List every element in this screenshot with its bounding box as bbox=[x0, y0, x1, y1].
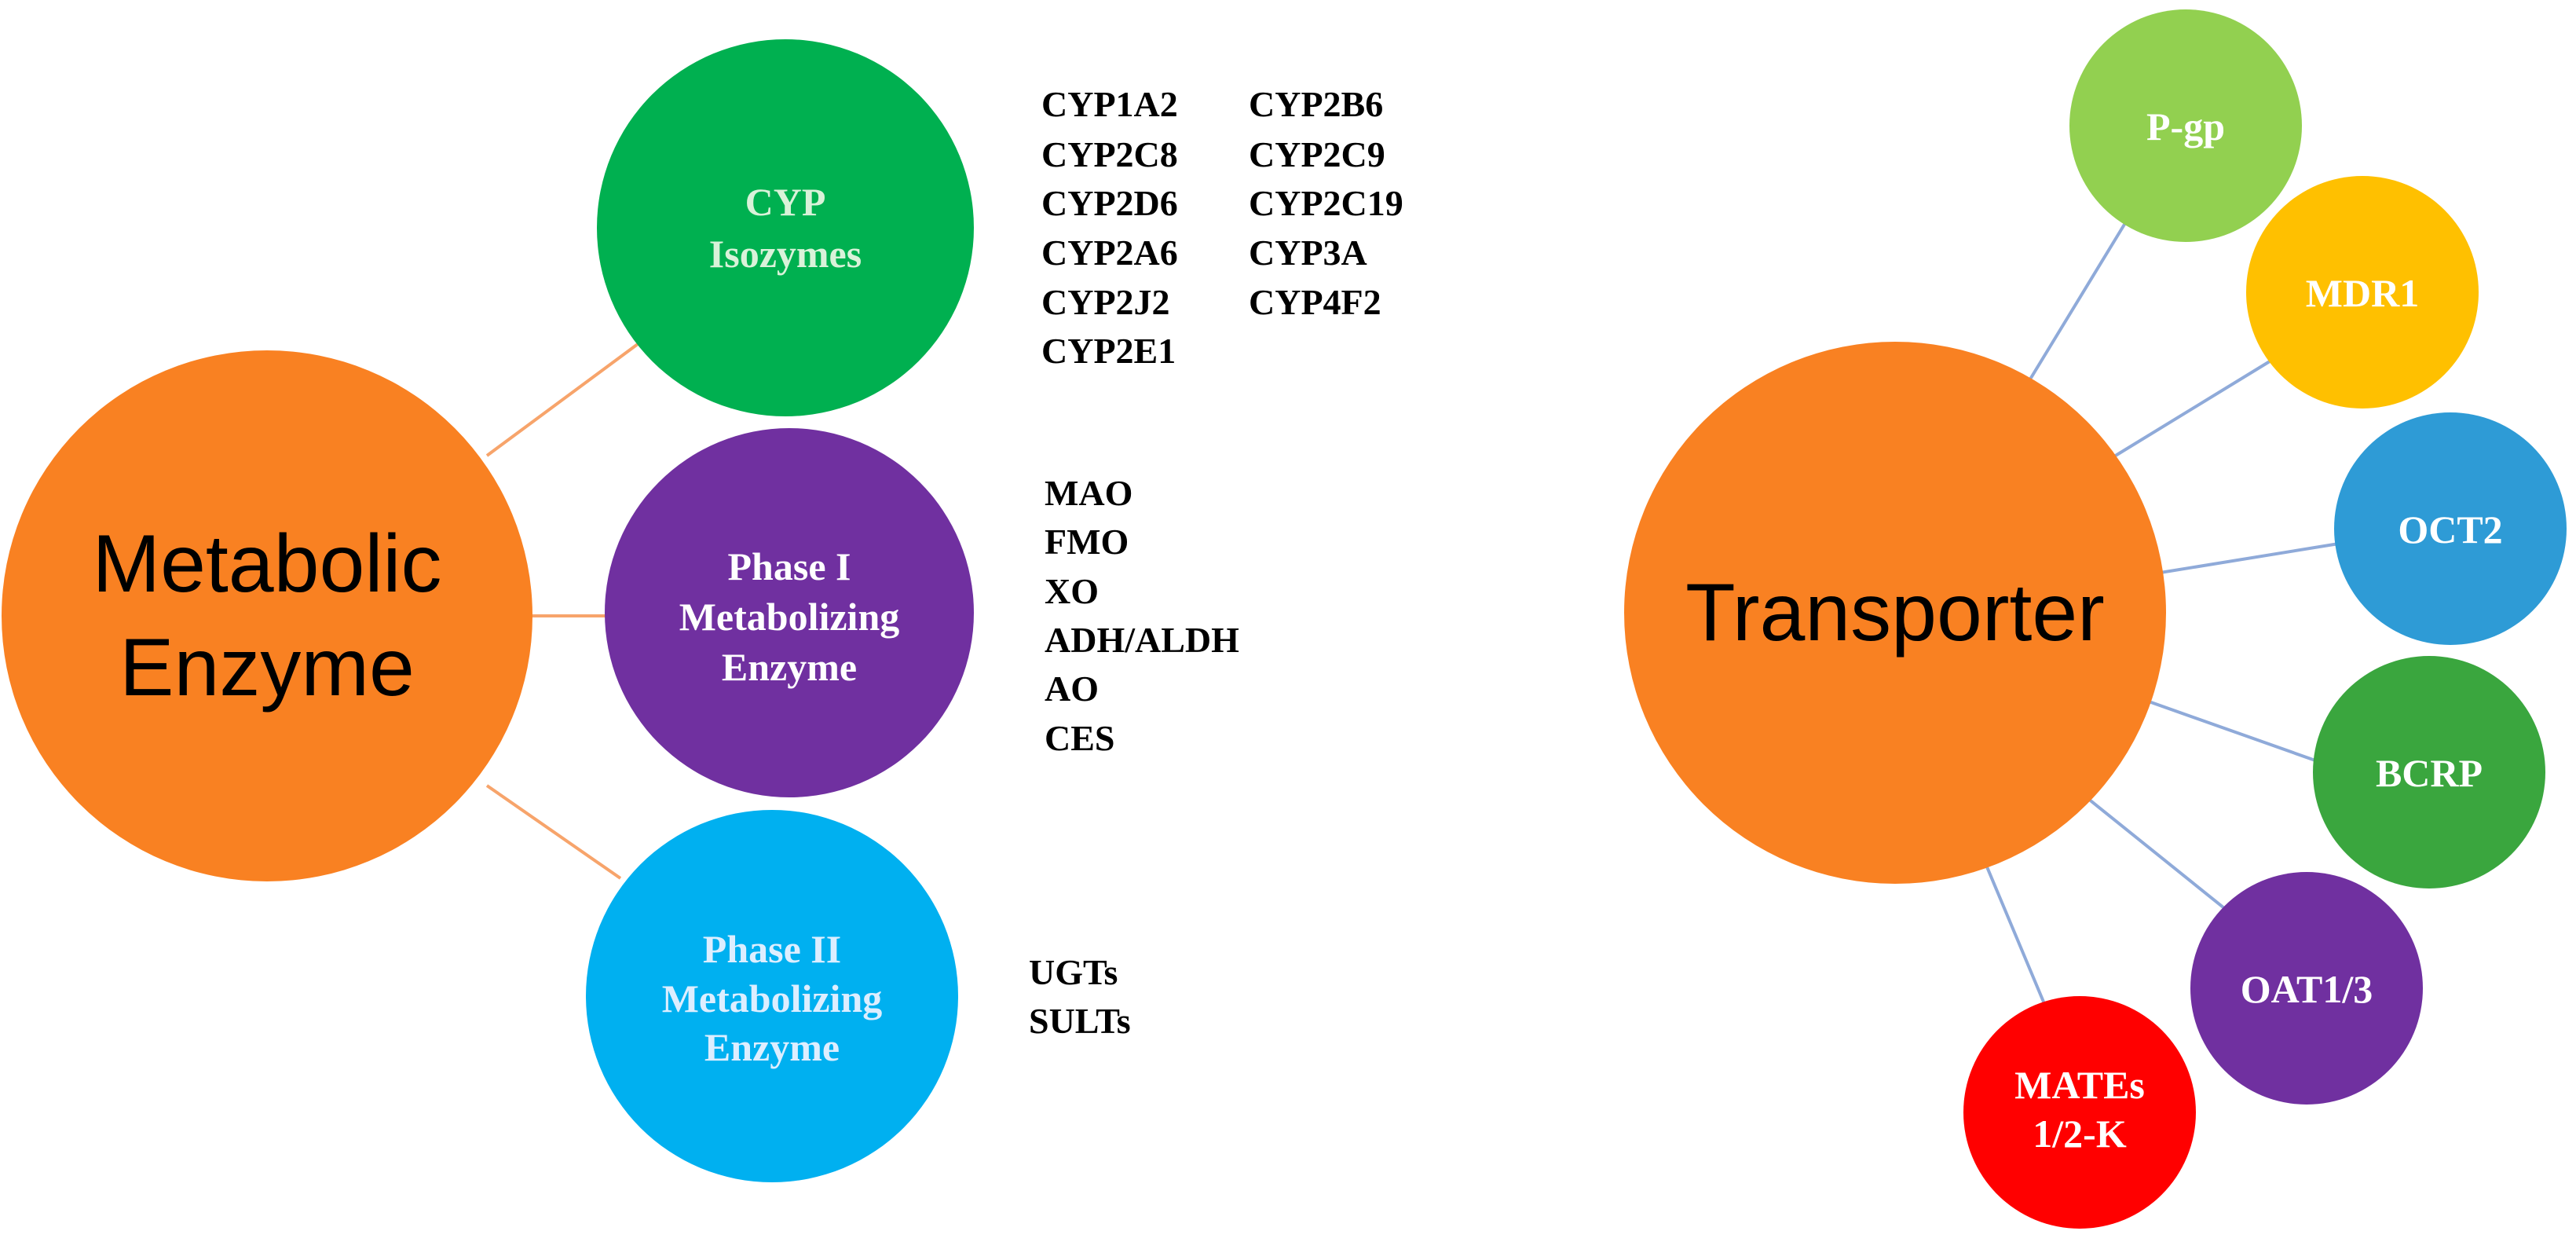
connector-line-pgp bbox=[2018, 222, 2127, 398]
oat-label: OAT1/3 bbox=[2241, 967, 2373, 1011]
cyp-list-item: CYP2J2 bbox=[1041, 282, 1170, 322]
cyp-list-item: CYP2C9 bbox=[1249, 134, 1385, 174]
pgp-label: P-gp bbox=[2146, 104, 2225, 148]
mates-label-line2: 1/2-K bbox=[2033, 1112, 2127, 1156]
connector-line-phase2 bbox=[485, 784, 622, 880]
pgp-circle bbox=[2069, 9, 2302, 242]
phase1-enzyme-circle bbox=[605, 428, 974, 797]
phase2-list-item: UGTs bbox=[1029, 952, 1118, 992]
metabolic-enzyme-title-line2: Enzyme bbox=[119, 622, 415, 713]
metabolic-enzyme-title-line1: Metabolic bbox=[92, 518, 441, 610]
phase1-list-item: MAO bbox=[1045, 473, 1132, 513]
cyp-list-item: CYP2D6 bbox=[1041, 183, 1178, 223]
phase1-list-item: ADH/ALDH bbox=[1045, 620, 1239, 660]
phase2-enzyme-circle bbox=[586, 810, 958, 1182]
cyp-list: CYP1A2 CYP2C8 CYP2D6 CYP2A6 CYP2J2 CYP2E… bbox=[1041, 84, 1403, 371]
cyp-isozymes-label-line1: CYP bbox=[745, 180, 826, 224]
cyp-list-item: CYP3A bbox=[1249, 233, 1367, 273]
cyp-list-item: CYP1A2 bbox=[1041, 84, 1178, 124]
oct2-circle bbox=[2334, 412, 2567, 645]
phase2-enzyme-label-line1: Phase II bbox=[703, 927, 841, 971]
phase2-list: UGTs SULTs bbox=[1029, 952, 1131, 1041]
cyp-list-item: CYP4F2 bbox=[1249, 282, 1381, 322]
connector-line-mdr1 bbox=[2098, 360, 2271, 467]
cyp-list-item: CYP2C19 bbox=[1249, 183, 1403, 223]
mates-circle bbox=[1963, 996, 2196, 1229]
phase2-list-item: SULTs bbox=[1029, 1001, 1131, 1041]
phase2-enzyme-label-line2: Metabolizing bbox=[662, 976, 883, 1020]
phase1-list-item: CES bbox=[1045, 718, 1114, 758]
cyp-list-item: CYP2B6 bbox=[1249, 84, 1383, 124]
transporter-circle bbox=[1624, 342, 2166, 884]
connector-line-oat bbox=[2078, 790, 2234, 916]
phase1-list: MAO FMO XO ADH/ALDH AO CES bbox=[1045, 473, 1239, 758]
connector-line-mates bbox=[1982, 859, 2047, 1006]
connector-line-cyp bbox=[485, 343, 639, 457]
phase1-list-item: FMO bbox=[1045, 522, 1129, 562]
bcrp-label: BCRP bbox=[2376, 751, 2483, 795]
phase1-list-item: XO bbox=[1045, 571, 1099, 611]
mdr1-label: MDR1 bbox=[2306, 271, 2419, 315]
phase1-enzyme-label-line1: Phase I bbox=[728, 544, 851, 588]
oct2-label: OCT2 bbox=[2398, 507, 2502, 551]
cyp-list-item: CYP2E1 bbox=[1041, 331, 1176, 371]
connector-line-oct2 bbox=[2145, 542, 2340, 577]
metabolic-enzyme-circle bbox=[2, 350, 532, 881]
oat-circle bbox=[2190, 872, 2423, 1105]
mates-label-line1: MATEs bbox=[2014, 1063, 2145, 1107]
cyp-isozymes-circle bbox=[597, 39, 974, 416]
phase1-enzyme-label-line3: Enzyme bbox=[722, 645, 857, 689]
phase1-enzyme-label-line2: Metabolizing bbox=[679, 595, 900, 639]
cyp-list-item: CYP2A6 bbox=[1041, 233, 1178, 273]
bcrp-circle bbox=[2313, 656, 2545, 888]
mdr1-circle bbox=[2246, 176, 2479, 409]
phase2-enzyme-label-line3: Enzyme bbox=[704, 1025, 840, 1069]
connector-line-bcrp bbox=[2137, 696, 2316, 762]
phase1-list-item: AO bbox=[1045, 669, 1099, 709]
cyp-isozymes-label-line2: Isozymes bbox=[709, 232, 862, 276]
cyp-list-item: CYP2C8 bbox=[1041, 134, 1178, 174]
transporter-title: Transporter bbox=[1685, 567, 2105, 658]
